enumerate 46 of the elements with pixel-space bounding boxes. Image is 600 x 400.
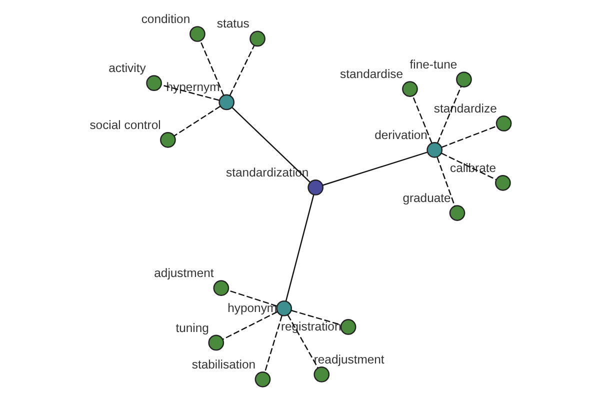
node-label: tuning — [175, 320, 208, 335]
node-circle — [146, 75, 162, 92]
connector — [322, 152, 427, 186]
connector — [286, 314, 318, 368]
connector — [228, 45, 254, 96]
node-circle — [189, 26, 205, 42]
connector — [436, 86, 462, 144]
node-circle — [208, 334, 224, 351]
node-label: condition — [140, 12, 190, 26]
node-circle — [254, 371, 270, 388]
connector — [228, 290, 277, 307]
connector — [264, 315, 282, 373]
connector — [290, 310, 341, 326]
node-circle — [495, 116, 512, 132]
node-label: hyponym — [227, 301, 277, 316]
node-circle — [307, 180, 323, 196]
node-label: social control — [89, 118, 160, 132]
node-label: graduate — [402, 191, 450, 206]
node-circle — [456, 72, 472, 88]
connector — [199, 40, 224, 96]
node-circle — [402, 81, 418, 97]
node-circle — [340, 319, 356, 335]
connector — [284, 194, 314, 302]
node-label: activity — [108, 61, 146, 76]
node-circle — [494, 175, 510, 191]
node-label: status — [216, 16, 249, 31]
connector — [436, 156, 455, 206]
connector — [174, 106, 220, 136]
node-circle — [313, 366, 330, 382]
node-label: fine-tune — [409, 58, 457, 72]
node-label: stabilisation — [191, 357, 256, 372]
connector — [222, 311, 278, 340]
connector — [440, 126, 497, 148]
node-circle — [276, 300, 292, 316]
node-circle — [426, 142, 442, 158]
node-label: registration — [280, 320, 341, 334]
node-label: adjustment — [154, 266, 214, 280]
connector — [412, 96, 432, 144]
node-circle — [448, 205, 465, 221]
node-label: standardise — [340, 67, 403, 82]
node-circle — [249, 30, 265, 47]
node-label: readjustment — [313, 352, 384, 367]
node-label: derivation — [374, 128, 427, 142]
node-circle — [218, 94, 234, 110]
node-circle — [212, 280, 229, 296]
node-circle — [160, 132, 176, 148]
